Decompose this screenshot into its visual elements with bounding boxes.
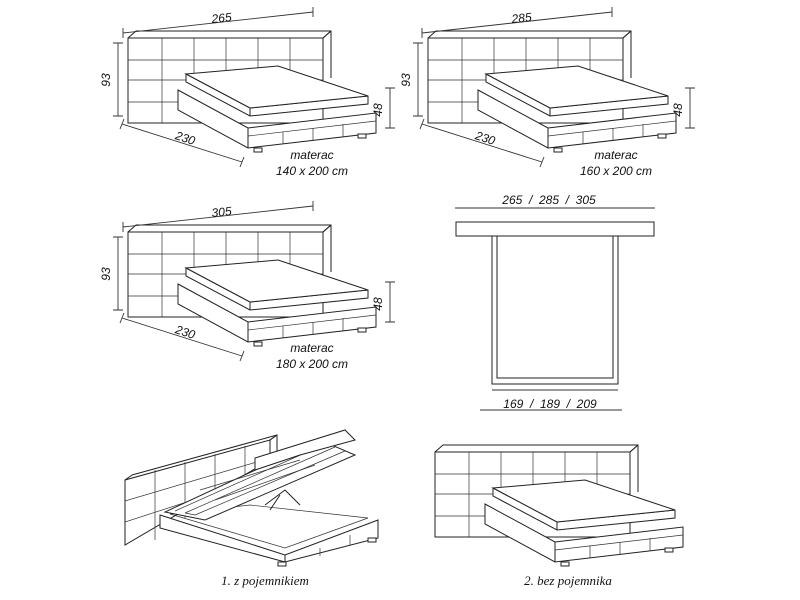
headboard-height-label: 93: [99, 73, 113, 87]
bed-variant-2: 285 93 48 230 materac 160 x 200 cm: [399, 7, 695, 178]
frame-height-line: [385, 281, 395, 323]
frame-height-label: 48: [671, 103, 685, 117]
length-dimension-line: [119, 118, 245, 168]
length-dimension-line: [419, 118, 545, 168]
width-dimension-line: [421, 7, 613, 38]
bed-variant-1: 265 93 48 230 materac 140 x 200 cm: [99, 7, 395, 178]
frame-height-label: 48: [371, 297, 385, 311]
headboard-height-line: [413, 42, 423, 117]
width-label: 305: [211, 204, 233, 220]
length-label: 230: [173, 128, 198, 148]
width-label: 265: [210, 10, 233, 26]
headboard-height-label: 93: [399, 73, 413, 87]
mattress-size: 180 x 200 cm: [276, 357, 348, 371]
width-dimension-line: [122, 201, 314, 232]
length-dimension-line: [119, 312, 245, 362]
frame-height-label: 48: [371, 103, 385, 117]
top-view: 265 / 285 / 305 169 / 189 / 209: [455, 193, 655, 411]
bed-with-storage-drawing: [124, 429, 379, 567]
bed-without-storage-drawing: [434, 444, 684, 567]
width-label: 285: [510, 10, 533, 26]
outer-widths-label: 265 / 285 / 305: [501, 193, 596, 207]
inner-widths-label: 169 / 189 / 209: [503, 397, 597, 411]
frame-height-line: [685, 87, 695, 129]
length-label: 230: [473, 128, 498, 148]
length-label: 230: [173, 322, 198, 342]
mattress-plan: [496, 235, 614, 379]
mattress-label: materac: [290, 341, 333, 355]
bed-variant-3: 305 93 48 230 materac 180 x 200 cm: [99, 201, 395, 371]
headboard-height-line: [113, 236, 123, 311]
headboard-plan: [455, 221, 655, 237]
headboard-height-label: 93: [99, 267, 113, 281]
mattress-size: 140 x 200 cm: [276, 164, 348, 178]
frame-height-line: [385, 87, 395, 129]
without-storage-caption: 2. bez pojemnika: [524, 573, 612, 588]
width-dimension-line: [122, 7, 314, 38]
mattress-label: materac: [594, 148, 637, 162]
headboard-height-line: [113, 42, 123, 117]
mattress-size: 160 x 200 cm: [580, 164, 652, 178]
with-storage-caption: 1. z pojemnikiem: [221, 573, 309, 588]
mattress-label: materac: [290, 148, 333, 162]
